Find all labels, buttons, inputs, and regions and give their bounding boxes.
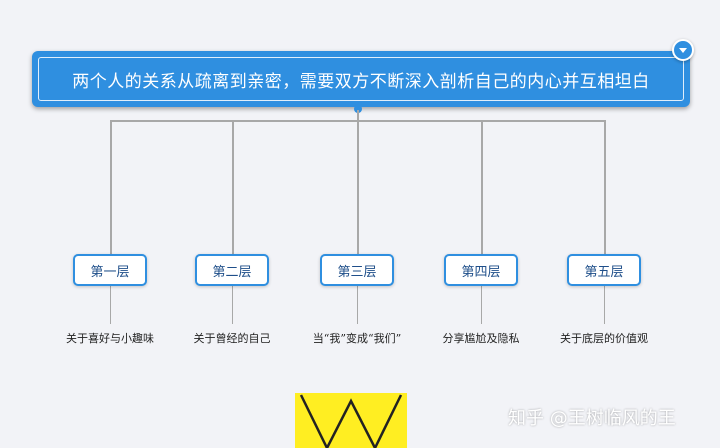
root-topic-border: 两个人的关系从疏离到亲密，需要双方不断深入剖析自己的内心并互相坦白 <box>38 57 684 101</box>
layer-desc-4: 分享尴尬及隐私 <box>442 332 520 345</box>
layer-label: 第二层 <box>212 264 252 280</box>
layer-label: 第三层 <box>337 264 377 280</box>
layer-node-4[interactable]: 第四层 <box>444 254 518 286</box>
layer-desc-5: 关于底层的价值观 <box>560 332 648 345</box>
connector-dot <box>354 105 362 113</box>
connector-trunk <box>357 110 359 121</box>
connector-drop-1 <box>110 120 112 255</box>
layer-desc-3: 当“我”变成“我们” <box>312 332 402 345</box>
connector-stem-1 <box>110 286 111 324</box>
layer-desc-2: 关于曾经的自己 <box>193 332 271 345</box>
layer-node-5[interactable]: 第五层 <box>567 254 641 286</box>
root-topic-text: 两个人的关系从疏离到亲密，需要双方不断深入剖析自己的内心并互相坦白 <box>72 71 650 92</box>
connector-drop-3 <box>357 120 359 255</box>
layer-node-1[interactable]: 第一层 <box>73 254 147 286</box>
connector-stem-3 <box>357 286 358 324</box>
connector-drop-4 <box>481 120 483 255</box>
layer-label: 第五层 <box>584 264 624 280</box>
layer-node-3[interactable]: 第三层 <box>320 254 394 286</box>
connector-stem-5 <box>604 286 605 324</box>
root-topic[interactable]: 两个人的关系从疏离到亲密，需要双方不断深入剖析自己的内心并互相坦白 <box>32 51 690 107</box>
collapse-button[interactable] <box>672 39 694 61</box>
connector-drop-5 <box>604 120 606 255</box>
layer-node-2[interactable]: 第二层 <box>195 254 269 286</box>
connector-drop-2 <box>232 120 234 255</box>
layer-label: 第四层 <box>461 264 501 280</box>
layer-label: 第一层 <box>90 264 130 280</box>
watermark: 知乎 @王树临风的王 <box>508 408 676 429</box>
connector-stem-2 <box>232 286 233 324</box>
connector-stem-4 <box>481 286 482 324</box>
thumbnail-image <box>295 393 407 448</box>
layer-desc-1: 关于喜好与小趣味 <box>66 332 154 345</box>
zigzag-graphic <box>299 394 403 448</box>
